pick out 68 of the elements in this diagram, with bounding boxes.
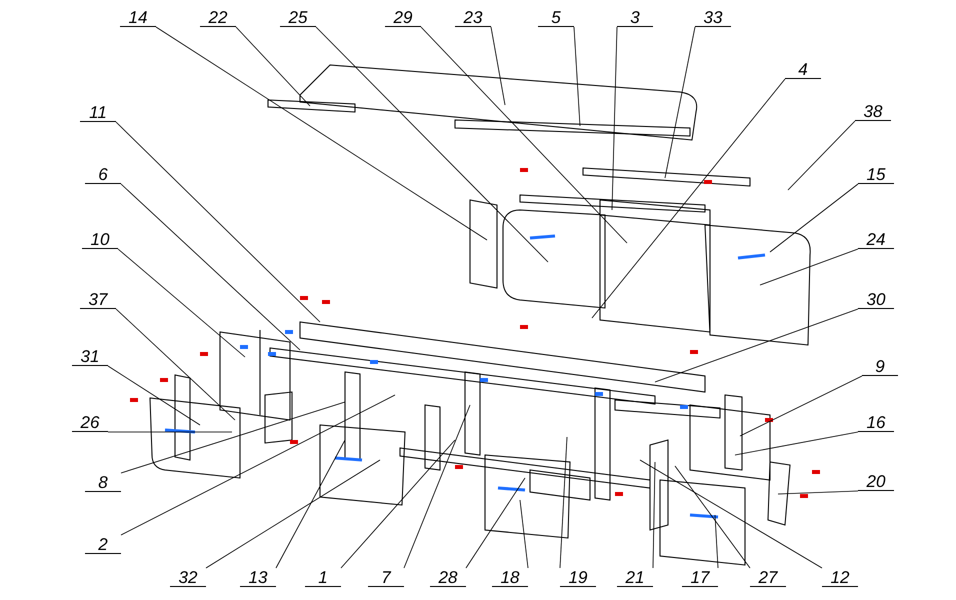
callout-number: 13 [240,568,276,587]
leader-line [116,122,320,322]
leader-line [116,308,236,420]
callout-number: 20 [858,472,894,491]
callout-number: 32 [170,568,206,587]
leader-line [770,184,858,252]
leader-line [276,440,346,568]
callout-number: 38 [855,102,891,121]
leader-line [316,26,548,262]
callout-number: 33 [695,8,731,27]
leader-line [236,26,310,106]
callout-number: 29 [385,8,421,27]
callout-number: 10 [82,230,118,249]
leader-line [156,26,488,240]
callout-number: 2 [85,535,121,554]
callout-number: 19 [560,568,596,587]
callout-number: 26 [72,413,108,432]
leader-line [664,26,696,178]
callout-number: 27 [750,568,786,587]
callout-number: 14 [120,8,156,27]
leader-line [118,248,246,358]
leader-line [120,402,346,474]
leader-line [612,26,618,210]
leader-line [714,514,718,568]
callout-number: 7 [368,568,404,587]
leader-line [652,462,656,568]
leader-line [560,436,568,568]
callout-number: 22 [200,8,236,27]
callout-number: 6 [85,165,121,184]
callout-number: 5 [538,8,574,27]
callout-number: 24 [858,230,894,249]
callout-number: 9 [862,357,898,376]
callout-number: 4 [785,60,821,79]
callout-number: 28 [430,568,466,587]
leader-line [420,26,628,244]
leader-line [340,440,456,568]
callout-number: 21 [617,568,653,587]
callout-number: 25 [280,8,316,27]
leader-line [520,500,528,568]
leader-line [574,26,580,126]
leader-line [120,394,396,536]
callout-number: 23 [455,8,491,27]
callout-number: 18 [492,568,528,587]
leader-line [740,376,862,436]
leader-line [760,248,858,286]
leader-line [404,404,470,568]
callout-number: 31 [72,347,108,366]
leader-line [734,432,858,456]
callout-number: 1 [305,568,341,587]
leader-line [654,308,858,382]
leader-line [778,490,858,494]
leader-line [206,460,380,568]
leader-line [466,478,526,568]
callout-number: 17 [682,568,718,587]
callout-number: 30 [858,290,894,309]
callout-number: 3 [617,8,653,27]
callout-number: 37 [80,290,116,309]
leader-line [490,26,506,106]
callout-number: 16 [858,413,894,432]
callout-number: 15 [858,165,894,184]
leader-line [592,78,786,318]
leader-line [120,184,300,350]
leader-line [108,366,200,426]
leader-line [640,460,822,568]
callout-number: 12 [822,568,858,587]
leader-line [788,120,856,190]
callout-number: 11 [80,103,116,122]
callout-number: 8 [85,473,121,492]
